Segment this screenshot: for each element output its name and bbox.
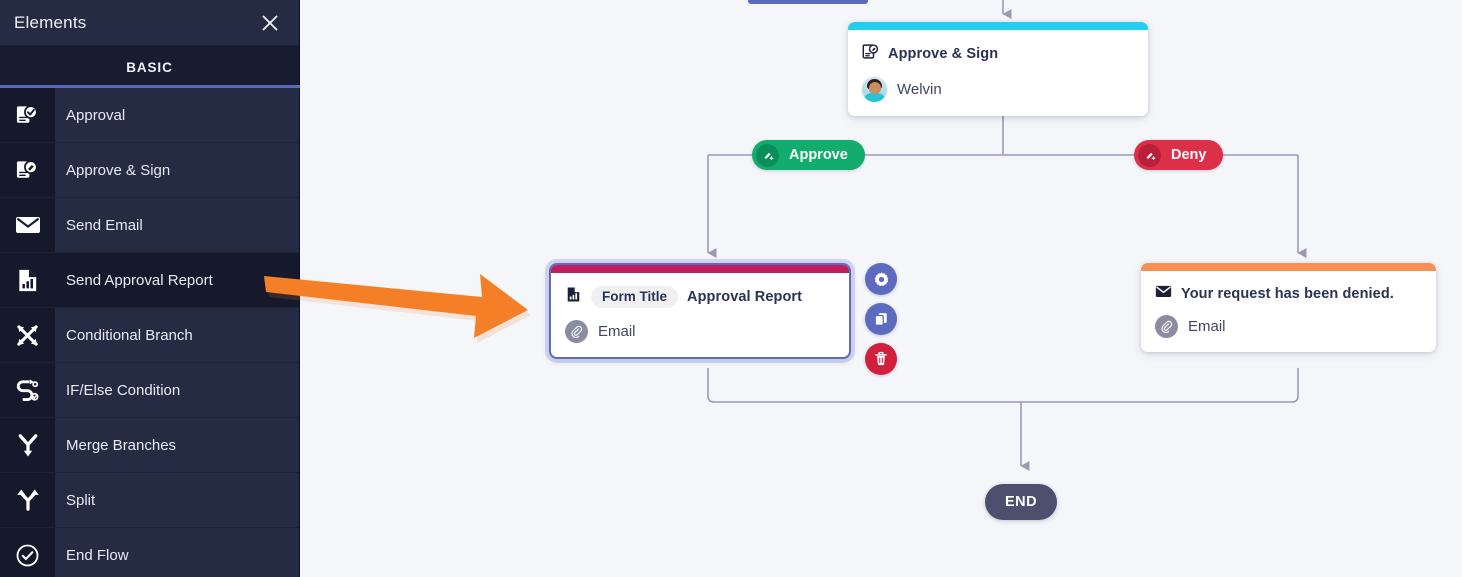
node-send-approval-report[interactable]: Form Title Approval Report Email [549, 263, 851, 359]
approve-sign-icon [756, 143, 779, 167]
element-item-label: IF/Else Condition [66, 381, 181, 399]
approve-sign-document-pen-icon [0, 143, 55, 197]
if-else-branch-icon [0, 363, 55, 417]
element-item-send-email[interactable]: Send Email [0, 198, 299, 253]
report-chart-document-icon [0, 253, 55, 307]
envelope-icon [1155, 284, 1172, 303]
pointer-arrow-icon [264, 274, 531, 343]
node-body: Your request has been denied. Email [1141, 271, 1436, 352]
element-item-label: Send Email [66, 216, 143, 234]
duplicate-button[interactable] [865, 303, 897, 335]
form-title-chip: Form Title [591, 286, 679, 308]
end-flow-check-circle-icon [0, 528, 55, 577]
paperclip-icon [1155, 315, 1178, 338]
paperclip-icon [565, 320, 588, 343]
sidebar-title: Elements [14, 12, 87, 32]
element-item-merge-branches[interactable]: Merge Branches [0, 418, 299, 473]
element-item-label: Approve & Sign [66, 161, 171, 179]
conditional-branch-cross-arrows-icon [0, 308, 55, 362]
node-action-buttons [865, 263, 897, 375]
node-send-email-denied[interactable]: Your request has been denied. Email [1141, 263, 1436, 352]
merge-branches-icon [0, 418, 55, 472]
node-attachment-row: Email [1155, 315, 1422, 338]
node-title: Approval Report [687, 289, 803, 305]
node-header-bar [1141, 263, 1436, 271]
envelope-icon [0, 198, 55, 252]
element-item-label: Merge Branches [66, 436, 177, 454]
node-end-flow[interactable]: END [985, 484, 1057, 520]
badge-approve[interactable]: Approve [752, 140, 865, 170]
element-item-label: Split [66, 491, 96, 509]
node-channel-label: Email [598, 323, 636, 340]
deny-sign-icon [1138, 143, 1161, 167]
element-item-approve-sign[interactable]: Approve & Sign [0, 143, 299, 198]
element-item-split[interactable]: Split [0, 473, 299, 528]
node-header-bar [551, 265, 849, 273]
element-item-label: End Flow [66, 546, 129, 564]
badge-deny[interactable]: Deny [1134, 140, 1224, 170]
settings-button[interactable] [865, 263, 897, 295]
sidebar-header: Elements [0, 0, 299, 46]
trash-icon[interactable] [865, 343, 897, 375]
node-title-row: Approve & Sign [862, 43, 1134, 65]
node-above-cropped-bar [748, 0, 868, 4]
element-item-label: Approval [66, 106, 126, 124]
node-body: Approve & Sign Welvin [848, 30, 1148, 116]
element-item-send-approval-report[interactable]: Send Approval Report [0, 253, 299, 308]
sidebar-tabs: BASIC [0, 46, 300, 88]
node-channel-label: Email [1188, 318, 1226, 335]
element-item-label: Conditional Branch [66, 326, 193, 344]
badge-deny-label: Deny [1171, 147, 1207, 163]
element-item-approval[interactable]: Approval [0, 88, 299, 143]
report-chart-document-icon [565, 286, 582, 308]
node-title-row: Form Title Approval Report [565, 286, 835, 308]
node-assignee-row: Welvin [862, 77, 1134, 102]
node-title-row: Your request has been denied. [1155, 284, 1422, 303]
avatar [862, 77, 887, 102]
split-icon [0, 473, 55, 527]
node-approve-and-sign[interactable]: Approve & Sign Welvin [848, 22, 1148, 116]
approve-sign-document-pen-icon [862, 43, 879, 65]
end-node-label: END [1004, 494, 1038, 510]
node-header-bar [848, 22, 1148, 30]
node-title: Approve & Sign [888, 46, 999, 62]
node-assignee-name: Welvin [897, 81, 942, 98]
element-item-if-else-condition[interactable]: IF/Else Condition [0, 363, 299, 418]
element-item-label: Send Approval Report [55, 253, 299, 307]
tab-basic[interactable]: BASIC [126, 59, 173, 75]
approval-document-check-icon [0, 88, 55, 142]
close-icon[interactable] [257, 10, 283, 36]
node-body: Form Title Approval Report Email [551, 273, 849, 357]
element-item-end-flow[interactable]: End Flow [0, 528, 299, 577]
element-item-conditional-branch[interactable]: Conditional Branch [0, 308, 299, 363]
node-title: Your request has been denied. [1181, 285, 1394, 302]
tab-active-underline [0, 85, 300, 88]
badge-approve-label: Approve [789, 147, 848, 163]
node-attachment-row: Email [565, 320, 835, 343]
